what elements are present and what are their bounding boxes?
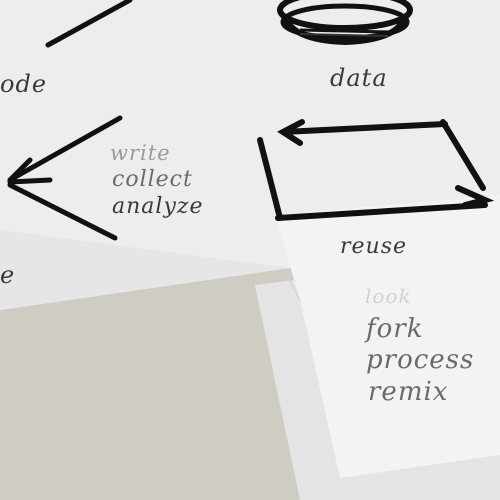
label-left-partial: e [0, 261, 15, 289]
label-remix: remix [368, 377, 448, 407]
paper-card-front [275, 195, 500, 478]
database-stack-icon [277, 0, 413, 46]
label-data: data [330, 64, 388, 92]
fan-in-arrows-icon [7, 115, 123, 241]
label-reuse: reuse [340, 234, 407, 259]
label-write: write [110, 141, 171, 165]
label-fork: fork [364, 314, 423, 344]
label-code-partial: ode [0, 70, 47, 98]
label-analyze: analyze [112, 194, 203, 219]
paper-sheet-back-shade [0, 230, 290, 310]
label-process: process [366, 345, 474, 375]
label-look-faint: look [365, 284, 412, 308]
reuse-cycle-icon [257, 119, 495, 221]
code-arrow-stroke [45, 0, 133, 48]
label-collect: collect [112, 167, 193, 192]
paper-card-edge [282, 267, 301, 301]
